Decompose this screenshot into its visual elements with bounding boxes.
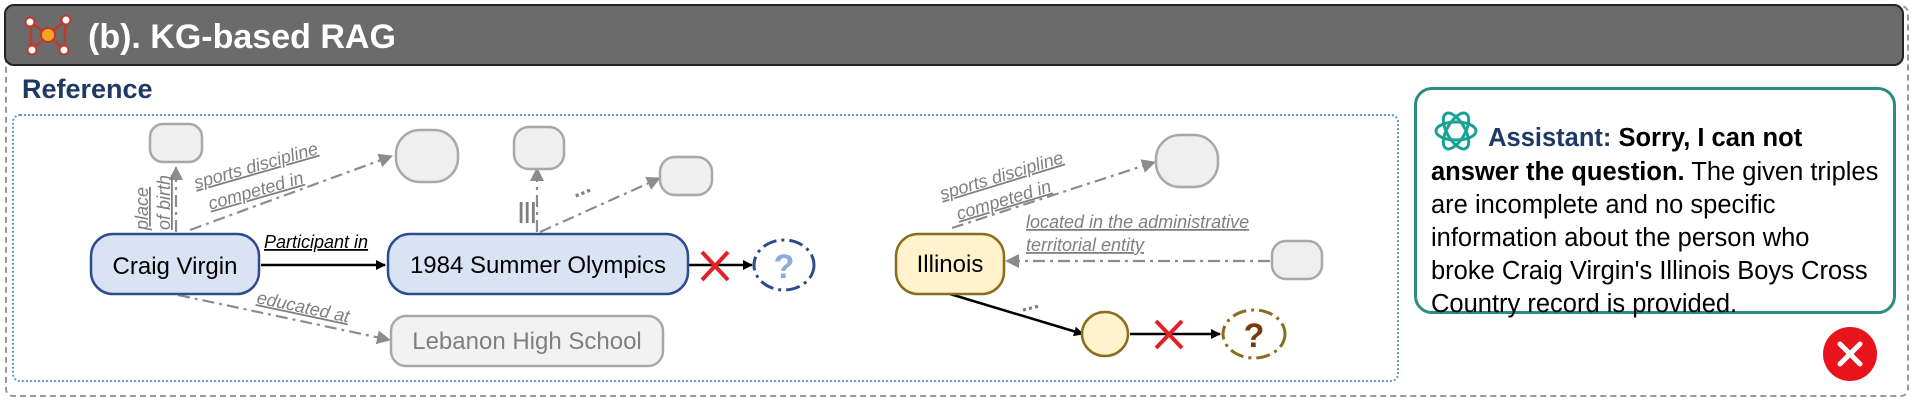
empty-node <box>148 122 204 164</box>
node-illinois-label: Illinois <box>917 251 984 278</box>
edge-olympics-right <box>539 176 661 234</box>
node-unknown-2 <box>1221 308 1287 360</box>
reference-box <box>12 114 1399 382</box>
edge-label-of-birth: of birth <box>154 175 174 230</box>
reference-label: Reference <box>22 74 153 104</box>
node-illinois <box>894 232 1006 296</box>
empty-node <box>512 125 566 171</box>
cross-icon <box>700 250 1184 350</box>
node-olympics <box>386 232 690 296</box>
node-intermediate <box>1080 310 1130 358</box>
edge-label-located-in: located in the administrative territoria… <box>1026 212 1254 255</box>
edge-label-bars: ||| <box>518 198 536 223</box>
empty-node <box>1154 133 1220 189</box>
edge-label-place: place <box>132 187 152 231</box>
empty-node <box>658 155 714 197</box>
knowledge-graph-icon <box>24 14 72 56</box>
panel-header: (b). KG-based RAG <box>4 4 1904 66</box>
openai-icon <box>1434 111 1478 151</box>
panel-title: (b). KG-based RAG <box>88 18 396 56</box>
assistant-bold-answer: Sorry, I can not answer the question. <box>1431 124 1803 186</box>
node-lebanon-label: Lebanon High School <box>412 328 642 355</box>
edge-educated-at <box>177 293 391 345</box>
node-olympics-label: 1984 Summer Olympics <box>410 252 666 279</box>
edge-sports-discipline-2 <box>951 159 1156 230</box>
wrong-icon <box>1823 327 1877 381</box>
edge-label-participant-in: Participant in <box>264 232 368 252</box>
node-craig-virgin-label: Craig Virgin <box>113 253 238 280</box>
assistant-label: Assistant: <box>1488 124 1612 152</box>
node-unknown-1-label: ? <box>774 248 795 286</box>
empty-node <box>394 128 460 184</box>
edge-label-place-of-birth: place of birth <box>132 175 174 231</box>
node-craig-virgin <box>89 232 261 296</box>
node-unknown-2-label: ? <box>1244 317 1265 355</box>
node-lebanon <box>389 314 665 368</box>
edge-sports-discipline-1 <box>189 153 393 232</box>
assistant-answer-text: The given triples are incomplete and no … <box>1431 158 1879 318</box>
assistant-response: Assistant: Sorry, I can not answer the q… <box>1414 87 1896 318</box>
empty-node <box>1270 239 1324 281</box>
edge-label-dots-olympics: ... <box>568 173 594 203</box>
edge-label-dots-illinois: ... <box>1017 288 1041 317</box>
node-unknown-1 <box>752 238 816 292</box>
edge-illinois-to-circle <box>949 292 1084 337</box>
